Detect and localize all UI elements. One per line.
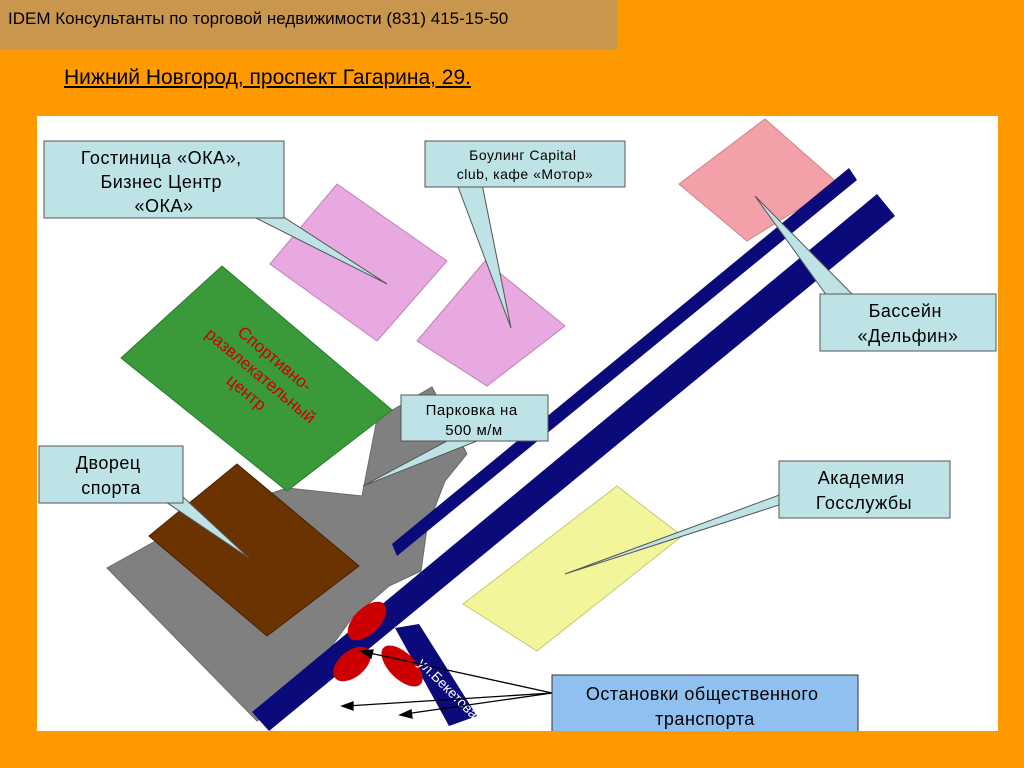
callout-stops-line-2: транспорта [655,709,755,729]
svg-text:Остановки общественного: Остановки общественного транспорта [586,684,824,729]
callout-parking-line-2: 500 м/м [445,422,503,439]
pool-block [678,118,840,242]
svg-text:Дворец спорта: Дворец спорта [76,453,146,498]
header-bar: IDEM Консультанты по торговой недвижимос… [0,0,617,50]
callout-palace-line-2: спорта [81,478,141,498]
callout-pool-line-1: Бассейн [869,301,942,321]
callout-box-stops [551,674,859,731]
svg-text:Гостиница «ОКА», Бизнес: Гостиница «ОКА», Бизнес Центр «ОКА» [81,148,247,216]
callout-box-bowling [424,140,626,188]
callout-academy-line-1: Академия [818,468,905,488]
callout-hotel-line-2: Бизнес Центр [100,172,222,192]
callout-palace-line-1: Дворец [76,453,141,473]
main-road [252,194,895,731]
hotel-block [269,183,448,342]
callout-bowling-line-2: club, кафе «Мотор» [457,166,594,182]
stop-marker-1 [347,601,387,641]
svg-text:Парковка на 500 м/м: Парковка на 500 м/м [426,402,523,439]
address-title: Нижний Новгород, проспект Гагарина, 29. [64,66,471,89]
map-drawing: пр.Гагарина ул.Бекетова Спортивно- развл… [38,118,997,731]
callout-box-pool [819,293,997,352]
stops-arrows [340,649,553,719]
callout-box-parking [400,394,549,442]
header-title: IDEM Консультанты по торговой недвижимос… [8,9,509,28]
callout-academy-line-2: Госслужбы [816,493,912,513]
callout-pool-line-2: «Дельфин» [858,326,959,346]
callout-box-palace [38,445,184,504]
map-area: пр.Гагарина ул.Бекетова Спортивно- развл… [37,116,998,731]
svg-text:Боулинг Capital club, ка: Боулинг Capital club, кафе «Мотор» [457,147,594,182]
stop-marker-3 [381,645,423,687]
bowling-block [416,260,566,387]
callout-stops-line-1: Остановки общественного [586,684,819,704]
callout-box-hotel [43,140,285,219]
callout-hotel-line-1: Гостиница «ОКА», [81,148,242,168]
side-road [395,624,477,726]
callout-bowling-line-1: Боулинг Capital [469,147,576,163]
sports-center-block [120,265,393,492]
palace-of-sport-block [148,463,360,637]
callout-parking-line-1: Парковка на [426,402,518,419]
stop-marker-2 [333,646,371,682]
secondary-road [392,168,857,556]
svg-text:Бассейн «Дельфин»: Бассейн «Дельфин» [858,301,959,346]
svg-text:Академия Госслужбы: Академия Госслужбы [816,468,912,513]
callout-hotel-line-3: «ОКА» [134,196,193,216]
callout-box-academy [778,460,951,519]
